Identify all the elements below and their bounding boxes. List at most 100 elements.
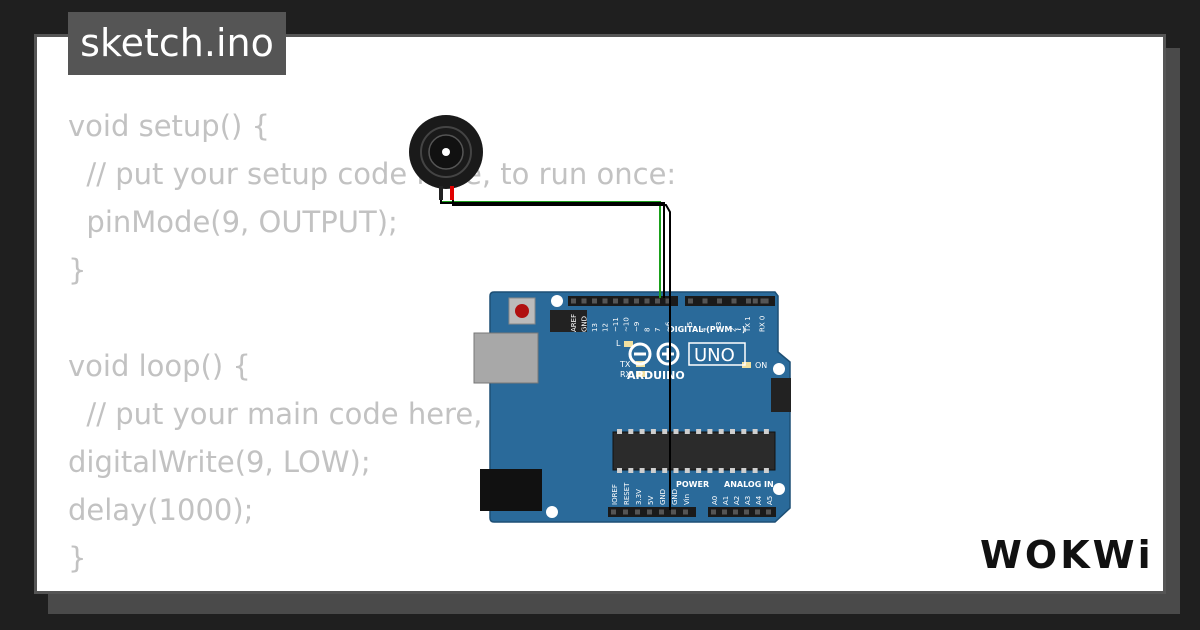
led-rx-label: RX (620, 370, 632, 379)
atmega-chip (612, 431, 776, 471)
header-pin[interactable] (644, 298, 650, 304)
chip-pin (628, 468, 634, 473)
chip-pin (673, 429, 679, 434)
analog-pin-label: A1 (722, 496, 730, 505)
header-pin[interactable] (665, 298, 671, 304)
header-pin[interactable] (659, 509, 664, 515)
code-line: pinMode(9, OUTPUT); (68, 205, 398, 239)
power-label: POWER (676, 480, 709, 489)
analog-pin-label: A0 (711, 496, 719, 505)
power-pin-label: 3.3V (635, 489, 643, 505)
led-tx-label: TX (619, 360, 631, 369)
chip-pin (662, 429, 668, 434)
usb-port (473, 332, 539, 384)
header-pin[interactable] (592, 298, 597, 304)
model-label: UNO (694, 345, 735, 366)
header-pin[interactable] (688, 298, 693, 304)
digital-pin-label: GND (581, 316, 589, 332)
chip-pin (741, 468, 747, 473)
power-pin-label: RESET (623, 482, 631, 505)
header-pin[interactable] (731, 298, 737, 304)
header-pin[interactable] (655, 298, 660, 304)
code-line: } (68, 253, 87, 287)
header-pin[interactable] (744, 509, 749, 515)
digital-pin-label: ~6 (665, 321, 673, 332)
chip-pin (639, 468, 645, 473)
header-pin[interactable] (763, 298, 769, 304)
chip-pin (662, 468, 668, 473)
piezo-buzzer-icon[interactable] (409, 115, 483, 200)
power-pin-label: Vin (683, 494, 691, 505)
code-line: delay(1000); (68, 493, 254, 527)
reset-button[interactable] (508, 297, 536, 325)
header-pin[interactable] (634, 298, 639, 304)
code-line: void setup() { (68, 109, 270, 143)
header-pin[interactable] (613, 298, 618, 304)
header-pin[interactable] (647, 509, 652, 515)
digital-pin-label: 2 (730, 328, 738, 332)
chip-pin (650, 429, 656, 434)
digital-pin-label: 13 (591, 323, 599, 332)
arduino-uno-board[interactable]: L TX RX ON DIGITAL (PWM ~) POWER ANALOG … (473, 291, 791, 523)
header-pin[interactable] (571, 298, 576, 304)
digital-pin-label: ~11 (612, 317, 620, 332)
chip-pin (763, 468, 769, 473)
analog-pin-label: A2 (733, 496, 741, 505)
code-line: // put your setup code here, to run once… (68, 157, 677, 191)
header-pin[interactable] (623, 298, 629, 304)
analog-header (708, 507, 776, 517)
header-pin[interactable] (752, 298, 758, 304)
header-pin[interactable] (746, 298, 751, 304)
arduino-infinity-icon (628, 342, 680, 366)
header-pin[interactable] (683, 509, 688, 515)
header-pin[interactable] (581, 298, 587, 304)
header-pin[interactable] (717, 298, 722, 304)
digital-pin-label: ~5 (686, 322, 694, 332)
header-pin[interactable] (755, 509, 760, 515)
analog-pin-label: A3 (744, 496, 752, 505)
chip-pin (718, 429, 724, 434)
analog-label: ANALOG IN (724, 480, 774, 489)
digital-pin-label: AREF (570, 314, 578, 332)
header-pin[interactable] (623, 509, 628, 515)
power-pin-label: GND (671, 489, 679, 505)
uno-badge (688, 342, 746, 366)
header-pin[interactable] (760, 298, 766, 304)
digital-pin-label: ~3 (715, 322, 723, 332)
header-pin[interactable] (602, 298, 608, 304)
digital-pin-label: RX 0 (759, 316, 767, 332)
header-pin[interactable] (722, 509, 727, 515)
digital-header-left (568, 296, 678, 306)
code-line: digitalWrite(9, LOW); (68, 445, 371, 479)
chip-pin (696, 429, 702, 434)
header-pin[interactable] (611, 509, 616, 515)
digital-header-right (685, 296, 775, 306)
header-pin[interactable] (635, 509, 640, 515)
analog-pin-label: A4 (755, 495, 763, 505)
chip-pin (684, 468, 690, 473)
led-rx (636, 371, 645, 377)
led-on (742, 362, 751, 368)
header-pin[interactable] (733, 509, 738, 515)
brand-label: ARDUINO (627, 369, 685, 382)
power-pin-label: 5V (647, 496, 655, 505)
code-line: void loop() { (68, 349, 251, 383)
icsp-header (550, 310, 791, 412)
header-pin[interactable] (702, 298, 708, 304)
code-line: } (68, 541, 87, 575)
wokwi-logo-text: WOKWi (980, 533, 1152, 577)
header-pin[interactable] (671, 509, 676, 515)
led-l-label: L (616, 339, 621, 348)
file-tab[interactable]: sketch.ino (68, 12, 286, 75)
header-holes (571, 298, 771, 515)
digital-pin-label: TX 1 (744, 316, 752, 333)
digital-pin-label: 7 (654, 328, 662, 332)
header-pin[interactable] (711, 509, 716, 515)
chip-pin (617, 468, 622, 473)
power-pin-label: GND (659, 489, 667, 505)
chip-pin (752, 429, 758, 434)
header-pin[interactable] (766, 509, 771, 515)
chip-pin (696, 468, 702, 473)
